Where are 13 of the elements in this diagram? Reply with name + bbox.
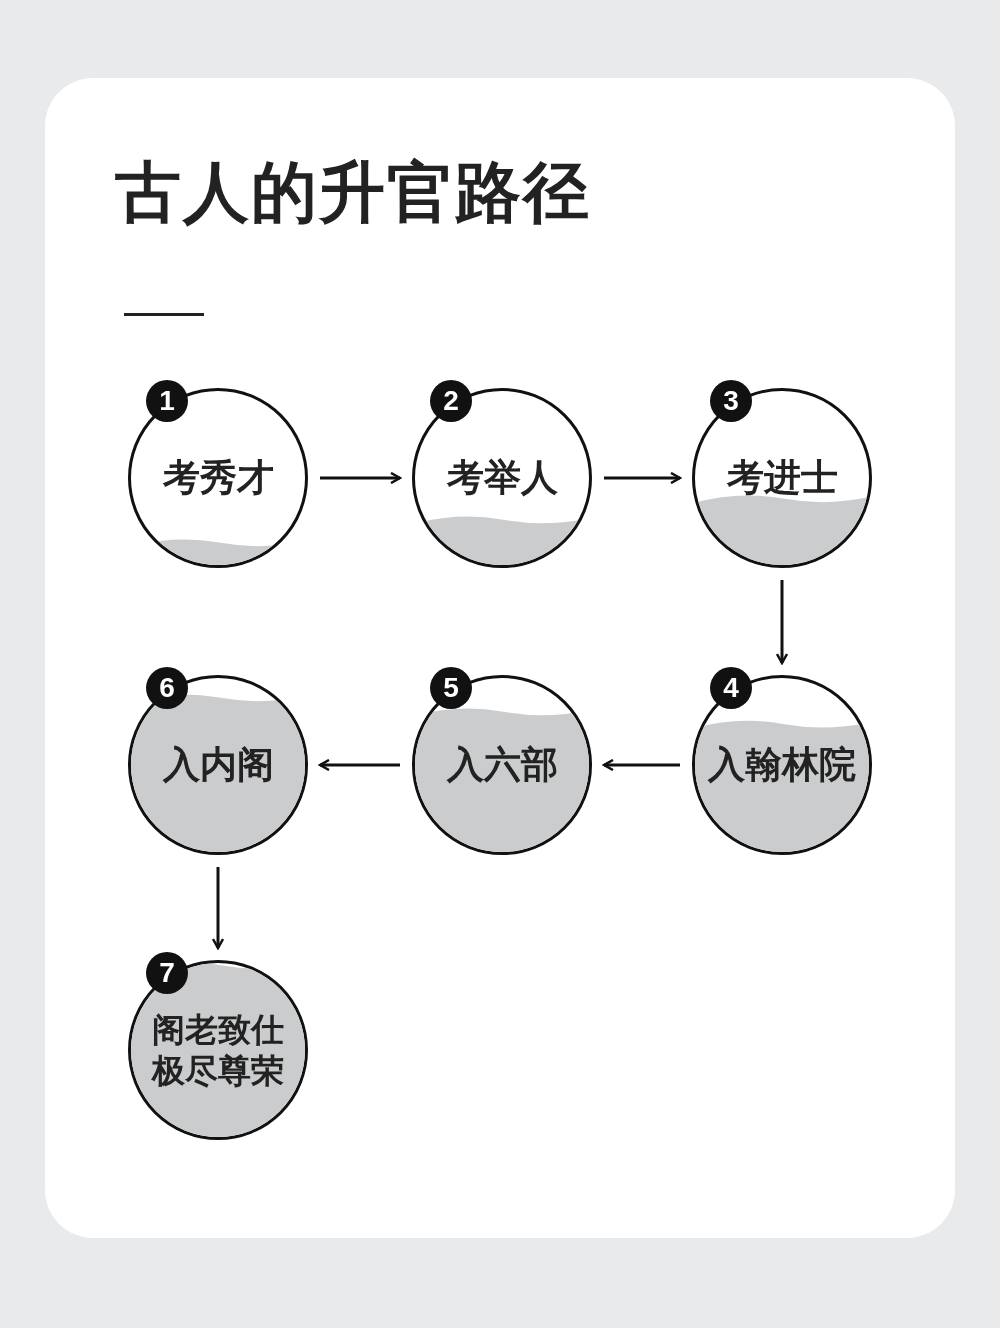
- arrow: [775, 580, 789, 665]
- arrow: [602, 758, 680, 772]
- step-label: 阁老致仕极尽尊荣: [150, 1009, 285, 1091]
- arrow: [604, 471, 682, 485]
- arrow: [211, 867, 225, 950]
- step-label: 入翰林院: [708, 742, 856, 787]
- step-label: 入六部: [446, 742, 558, 787]
- step-label: 考秀才: [162, 455, 274, 500]
- arrow: [320, 471, 402, 485]
- step-label: 入内阁: [162, 742, 274, 787]
- step-label: 考进士: [726, 455, 838, 500]
- arrow: [318, 758, 400, 772]
- step-label: 考举人: [446, 455, 558, 500]
